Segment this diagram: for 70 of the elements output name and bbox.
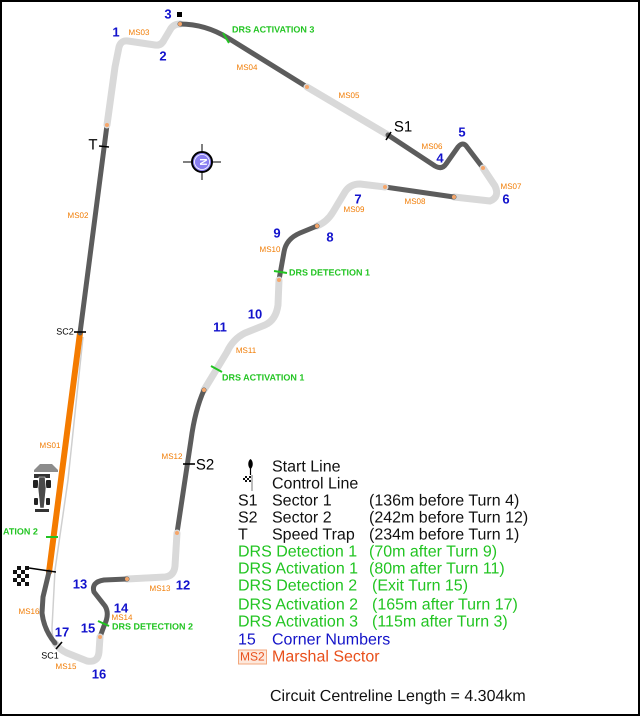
corner-number: 5 bbox=[458, 126, 466, 138]
marshal-sector-label: MS01 bbox=[40, 442, 60, 450]
marshal-sector-label: MS02 bbox=[68, 212, 88, 220]
marshal-sector-tag: MS2 bbox=[238, 650, 267, 664]
marshal-sector-label: MS03 bbox=[128, 29, 150, 37]
drs-zone-label: DRS ACTIVATION 3 bbox=[232, 26, 314, 34]
marshal-sector-label: MS09 bbox=[344, 206, 364, 214]
legend-key: 15 bbox=[238, 632, 256, 648]
legend-note: (115m after Turn 3) bbox=[372, 614, 508, 630]
marshal-sector-label: MS05 bbox=[338, 92, 360, 100]
legend-label: DRS Detection 2 bbox=[238, 578, 358, 594]
marshal-sector-label: MS12 bbox=[162, 453, 182, 461]
corner-number: 2 bbox=[159, 50, 167, 62]
legend-key: S2 bbox=[238, 510, 258, 526]
marshal-sector-label: MS16 bbox=[18, 608, 40, 616]
legend-label: DRS Activation 3 bbox=[238, 614, 358, 630]
corner-number: 12 bbox=[176, 578, 190, 592]
timing-line-label: SC1 bbox=[41, 652, 59, 660]
sector-marker-label: S1 bbox=[394, 120, 412, 134]
legend-note: (80m after Turn 11) bbox=[369, 560, 505, 578]
legend-label: Speed Trap bbox=[272, 526, 355, 544]
corner-number: 15 bbox=[80, 622, 96, 634]
corner-number: 11 bbox=[213, 320, 227, 334]
corner-number: 3 bbox=[164, 8, 172, 20]
corner-number: 1 bbox=[112, 26, 120, 38]
corner-number: 17 bbox=[54, 626, 70, 638]
compass-letter: N bbox=[197, 158, 207, 166]
corner-number: 9 bbox=[273, 226, 281, 240]
legend-label: Start Line bbox=[272, 458, 340, 476]
sector-marker-label: S2 bbox=[196, 458, 214, 472]
legend-label: DRS Activation 2 bbox=[238, 596, 358, 614]
legend-label: Sector 2 bbox=[272, 510, 332, 526]
circuit-length-note: Circuit Centreline Length = 4.304km bbox=[270, 688, 526, 706]
drs-zone-label: DRS ACTIVATION 1 bbox=[222, 374, 304, 382]
marshal-sector-label: MS13 bbox=[150, 585, 170, 593]
drs-zone-label: DRS DETECTION 2 bbox=[112, 622, 194, 632]
corner-number: 7 bbox=[354, 192, 362, 206]
legend-note: (165m after Turn 17) bbox=[372, 596, 518, 614]
corner-number: 6 bbox=[502, 192, 510, 206]
corner-number: 16 bbox=[92, 668, 106, 680]
legend-key: T bbox=[238, 526, 248, 544]
legend-note: (242m before Turn 12) bbox=[369, 510, 528, 526]
corner-number: 4 bbox=[436, 152, 444, 164]
drs-zone-label: ATION 2 bbox=[3, 528, 38, 536]
marshal-sector-label: MS04 bbox=[236, 64, 258, 72]
marshal-sector-label: MS11 bbox=[236, 347, 256, 355]
legend-note: (Exit Turn 15) bbox=[372, 578, 468, 594]
sector-marker-label: T bbox=[88, 138, 98, 152]
legend-label: Sector 1 bbox=[272, 492, 332, 510]
marshal-sector-label: MS10 bbox=[260, 246, 280, 254]
legend-label: Control Line bbox=[272, 476, 358, 492]
legend-label: DRS Detection 1 bbox=[238, 544, 358, 560]
legend-note: (70m after Turn 9) bbox=[369, 544, 498, 560]
drs-zone-label: DRS DETECTION 1 bbox=[289, 268, 370, 278]
legend-note: (136m before Turn 4) bbox=[369, 492, 520, 510]
legend-key: S1 bbox=[238, 492, 258, 510]
legend-label: DRS Activation 1 bbox=[238, 560, 358, 578]
corner-number: 13 bbox=[72, 578, 88, 590]
corner-number: 8 bbox=[326, 230, 334, 244]
marshal-sector-label: MS08 bbox=[404, 198, 426, 206]
marshal-sector-label: MS14 bbox=[112, 614, 132, 622]
corner-number: 10 bbox=[248, 308, 262, 320]
legend-label: Corner Numbers bbox=[272, 632, 390, 648]
corner-number: 14 bbox=[114, 602, 128, 614]
legend-label: Marshal Sector bbox=[272, 648, 380, 666]
timing-line-label: SC2 bbox=[56, 328, 74, 336]
legend-note: (234m before Turn 1) bbox=[369, 526, 520, 544]
marshal-sector-label: MS06 bbox=[422, 143, 442, 151]
marshal-sector-label: MS07 bbox=[500, 183, 522, 191]
marshal-sector-label: MS15 bbox=[56, 663, 76, 671]
